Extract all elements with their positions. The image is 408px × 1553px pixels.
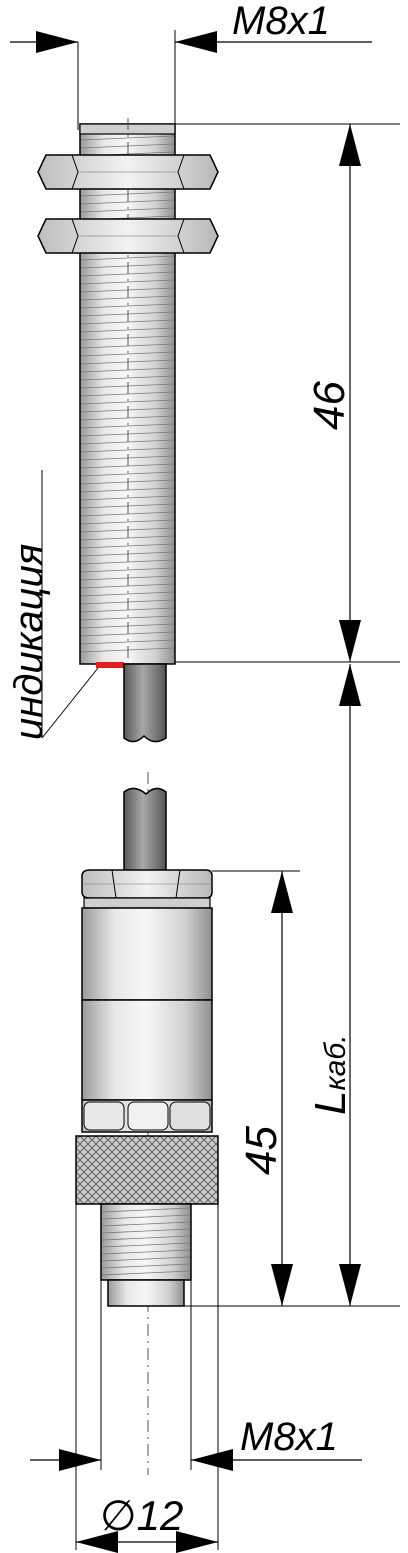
cable-length-sub: каб. bbox=[319, 1034, 352, 1090]
thread-line bbox=[101, 1270, 191, 1276]
housing-nut-lower bbox=[81, 1099, 213, 1133]
thread-line bbox=[101, 1249, 191, 1255]
thread-line bbox=[80, 471, 175, 477]
thread-line bbox=[80, 567, 175, 573]
cable-length-main: L bbox=[306, 1091, 355, 1115]
thread-line bbox=[101, 1235, 191, 1241]
thread-line bbox=[80, 255, 175, 261]
cable-lower bbox=[123, 787, 167, 873]
thread-line bbox=[80, 423, 175, 429]
indication-label: индикация bbox=[7, 544, 51, 740]
housing-body bbox=[81, 907, 213, 1001]
thread-line bbox=[80, 495, 175, 501]
nut-upper bbox=[37, 154, 219, 190]
thread-line bbox=[80, 279, 175, 285]
diameter-symbol: ∅ bbox=[100, 1492, 137, 1539]
thread-line bbox=[80, 519, 175, 525]
connector-thread bbox=[100, 1203, 192, 1307]
nut-lower bbox=[37, 218, 219, 254]
thread-line bbox=[101, 1214, 191, 1220]
sensor-body bbox=[79, 118, 176, 670]
diameter-value: 12 bbox=[137, 1492, 184, 1539]
thread-line bbox=[80, 135, 175, 141]
thread-line bbox=[101, 1221, 191, 1227]
dimension-diameter: ∅12 bbox=[75, 1204, 219, 1553]
thread-label-bottom: M8x1 bbox=[240, 1415, 338, 1459]
thread-line bbox=[80, 351, 175, 357]
indicator-led bbox=[96, 662, 124, 668]
length-45-label: 45 bbox=[237, 1126, 286, 1175]
thread-line bbox=[80, 639, 175, 645]
thread-line bbox=[80, 615, 175, 621]
thread-line bbox=[101, 1256, 191, 1262]
dimension-46: 46 bbox=[175, 123, 400, 663]
length-46-label: 46 bbox=[305, 381, 354, 430]
cable-length-label: Lкаб. bbox=[306, 1034, 355, 1115]
housing-collar bbox=[83, 897, 211, 909]
thread-line bbox=[101, 1242, 191, 1248]
thread-label-top: M8x1 bbox=[232, 0, 330, 43]
thread-line bbox=[80, 375, 175, 381]
thread-line bbox=[80, 207, 175, 213]
thread-dimension-top: M8x1 bbox=[10, 0, 372, 130]
thread-line bbox=[80, 591, 175, 597]
housing-nut-top bbox=[81, 869, 213, 899]
thread-line bbox=[80, 303, 175, 309]
connector-thread-lines bbox=[101, 1207, 191, 1276]
thread-line bbox=[101, 1228, 191, 1234]
diameter-label: ∅12 bbox=[100, 1492, 183, 1539]
thread-line bbox=[80, 447, 175, 453]
thread-dimension-bottom: M8x1 bbox=[30, 1280, 362, 1471]
cable-upper bbox=[123, 663, 167, 743]
indication-callout: индикация bbox=[7, 470, 99, 740]
knurled-coupling bbox=[75, 1135, 219, 1205]
thread-line bbox=[80, 543, 175, 549]
thread-line bbox=[80, 399, 175, 405]
thread-line bbox=[101, 1263, 191, 1269]
housing-body-lower bbox=[81, 999, 213, 1101]
dimension-cable-length: Lкаб. bbox=[184, 664, 400, 1307]
thread-line bbox=[80, 327, 175, 333]
thread-line bbox=[101, 1207, 191, 1213]
